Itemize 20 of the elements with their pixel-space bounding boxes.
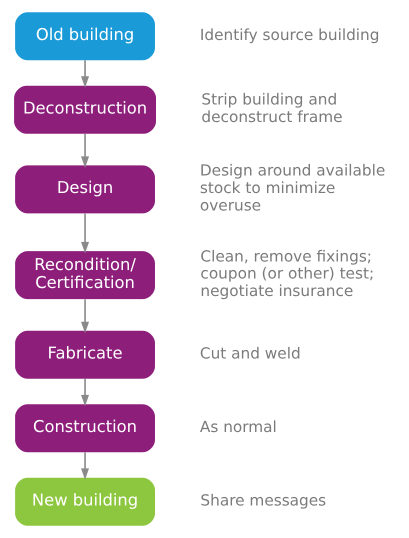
node-label: Clean, remove fixings; coupon (or other) test; negotiate insurance [200, 247, 374, 300]
node-box: Old building [15, 12, 155, 60]
arrow [81, 60, 90, 88]
node-label: Cut and weld [200, 344, 301, 362]
node-label: Design around available stock to minimize overuse [200, 162, 386, 214]
node-box: Recondition/ Certification [15, 251, 155, 300]
node-label: Identify source building [200, 26, 380, 44]
node-box: Construction [15, 404, 155, 452]
node-box: Fabricate [15, 330, 155, 379]
arrow [81, 299, 90, 334]
node-label: Strip building and deconstruct frame [201, 90, 343, 126]
node-box: New building [15, 478, 155, 526]
node-box: Deconstruction [14, 86, 156, 134]
node-label: As normal [200, 418, 277, 436]
arrow [81, 378, 90, 406]
arrow [81, 452, 90, 480]
arrow [81, 214, 90, 254]
node-box: Design [15, 165, 155, 214]
arrow [81, 134, 90, 168]
node-label: Share messages [200, 491, 326, 510]
